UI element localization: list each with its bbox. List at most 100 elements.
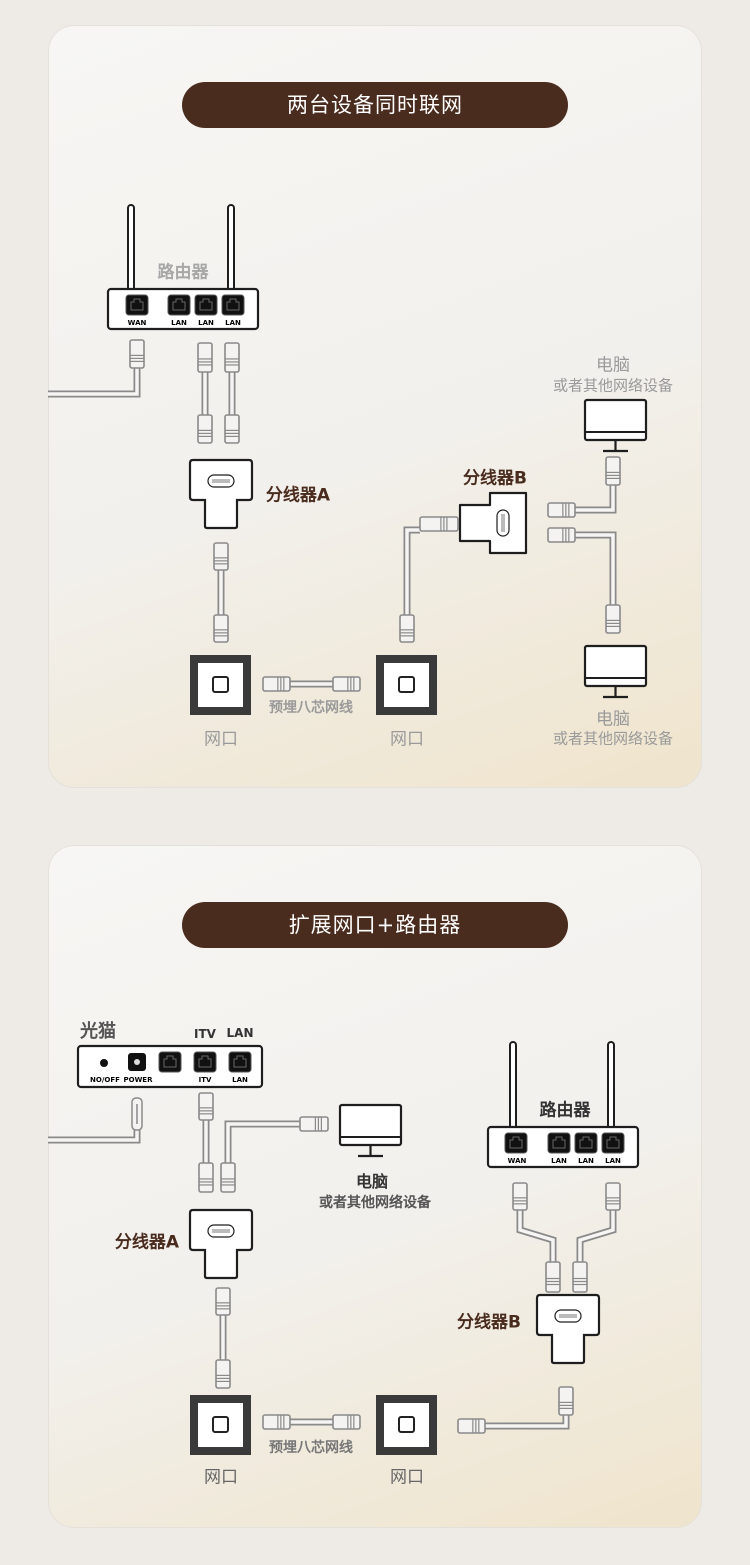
- ethernet-port-icon: [601, 1132, 625, 1154]
- device-name: 电脑: [596, 355, 630, 376]
- cable-plug: [545, 1261, 561, 1293]
- splitter-a-label: 分线器A: [114, 1232, 180, 1253]
- ethernet-port-icon: [228, 1051, 252, 1073]
- antenna: [127, 204, 135, 292]
- device-name: 电脑: [596, 709, 630, 730]
- cable-plug: [220, 1162, 236, 1193]
- port-label: LAN: [551, 1157, 567, 1165]
- cable-plug: [419, 516, 459, 532]
- router-label: 路由器: [157, 262, 209, 283]
- device-desc: 或者其他网络设备: [552, 729, 674, 748]
- cable-plug: [198, 1092, 214, 1121]
- port-label: LAN: [578, 1157, 594, 1165]
- antenna: [509, 1041, 517, 1130]
- cable: [48, 368, 141, 398]
- wall-socket: [376, 655, 437, 715]
- splitter: [188, 458, 254, 530]
- cable-plug: [224, 342, 240, 373]
- splitter: [535, 1293, 601, 1365]
- ethernet-port-icon: [167, 294, 191, 316]
- cable-plug: [605, 1182, 621, 1211]
- ethernet-port-icon: [504, 1132, 528, 1154]
- port-label: LAN: [198, 319, 214, 327]
- modem-top-label: ITV: [194, 1027, 216, 1041]
- ethernet-port-icon: [125, 294, 149, 316]
- card-expand-router: [48, 845, 702, 1528]
- cable-plug: [547, 527, 576, 543]
- cable: [224, 1120, 300, 1163]
- cable: [485, 1415, 570, 1430]
- cable: [575, 531, 617, 605]
- cable-plug: [332, 1414, 361, 1430]
- port-label: LAN: [232, 1076, 248, 1084]
- monitor-icon: [583, 398, 648, 453]
- ethernet-port-icon: [574, 1132, 598, 1154]
- cable-plug: [572, 1261, 588, 1293]
- cable-plug: [547, 502, 576, 518]
- cable-plug: [332, 676, 361, 692]
- port-label: POWER: [123, 1076, 153, 1084]
- cable-plug: [399, 614, 415, 643]
- splitter-b-label: 分线器B: [457, 1312, 521, 1333]
- antenna: [227, 204, 235, 292]
- port-label: LAN: [171, 319, 187, 327]
- ethernet-port-icon: [194, 294, 218, 316]
- cable: [576, 1210, 617, 1262]
- section-title-1: 两台设备同时联网: [182, 82, 568, 128]
- cable-plug: [129, 339, 145, 369]
- cable-plug: [197, 414, 213, 444]
- cable-label: 预埋八芯网线: [269, 700, 353, 716]
- wall-port-label: 网口: [390, 729, 424, 750]
- cable: [403, 526, 420, 615]
- wall-socket: [190, 1395, 251, 1455]
- modem-top-label: LAN: [226, 1026, 254, 1040]
- power-plug: [131, 1097, 143, 1131]
- cable-label: 预埋八芯网线: [269, 1440, 353, 1456]
- port-label: ITV: [198, 1076, 212, 1084]
- splitter-b-label: 分线器B: [463, 468, 527, 489]
- port-label: LAN: [225, 319, 241, 327]
- section-title-2: 扩展网口+路由器: [182, 902, 568, 948]
- port-label: NO/OFF: [90, 1076, 120, 1084]
- ethernet-port-icon: [158, 1051, 182, 1073]
- monitor-icon: [338, 1103, 403, 1158]
- port-label: LAN: [605, 1157, 621, 1165]
- device-name: 电脑: [355, 1172, 389, 1191]
- monitor-icon: [583, 644, 648, 699]
- splitter: [188, 1208, 254, 1280]
- cable-plug: [215, 1359, 231, 1389]
- cable-plug: [457, 1418, 486, 1434]
- port-label: WAN: [507, 1157, 527, 1165]
- cable-plug: [224, 414, 240, 444]
- wall-port-label: 网口: [204, 1467, 238, 1488]
- cable-plug: [558, 1386, 574, 1416]
- cable-plug: [605, 456, 621, 486]
- splitter: [458, 491, 528, 555]
- wall-port-label: 网口: [204, 729, 238, 750]
- port-label: WAN: [127, 319, 147, 327]
- cable-plug: [213, 614, 229, 643]
- cable: [575, 485, 617, 514]
- cable: [48, 1130, 141, 1144]
- cable-plug: [215, 1287, 231, 1316]
- cable-plug: [197, 342, 213, 373]
- router-label: 路由器: [539, 1100, 591, 1121]
- cable-plug: [605, 604, 621, 634]
- ethernet-port-icon: [193, 1051, 217, 1073]
- cable-plug: [262, 676, 291, 692]
- cable-plug: [262, 1414, 291, 1430]
- antenna: [607, 1041, 615, 1130]
- ethernet-port-icon: [547, 1132, 571, 1154]
- power-switch: [100, 1059, 108, 1067]
- cable-plug: [512, 1182, 528, 1211]
- splitter-a-label: 分线器A: [265, 485, 331, 506]
- wall-socket: [376, 1395, 437, 1455]
- wall-port-label: 网口: [390, 1467, 424, 1488]
- modem-label: 光猫: [80, 1021, 116, 1042]
- cable-plug: [198, 1162, 214, 1193]
- cable-plug: [213, 542, 229, 571]
- cable: [516, 1210, 557, 1262]
- ethernet-port-icon: [221, 294, 245, 316]
- cable-plug: [299, 1116, 329, 1132]
